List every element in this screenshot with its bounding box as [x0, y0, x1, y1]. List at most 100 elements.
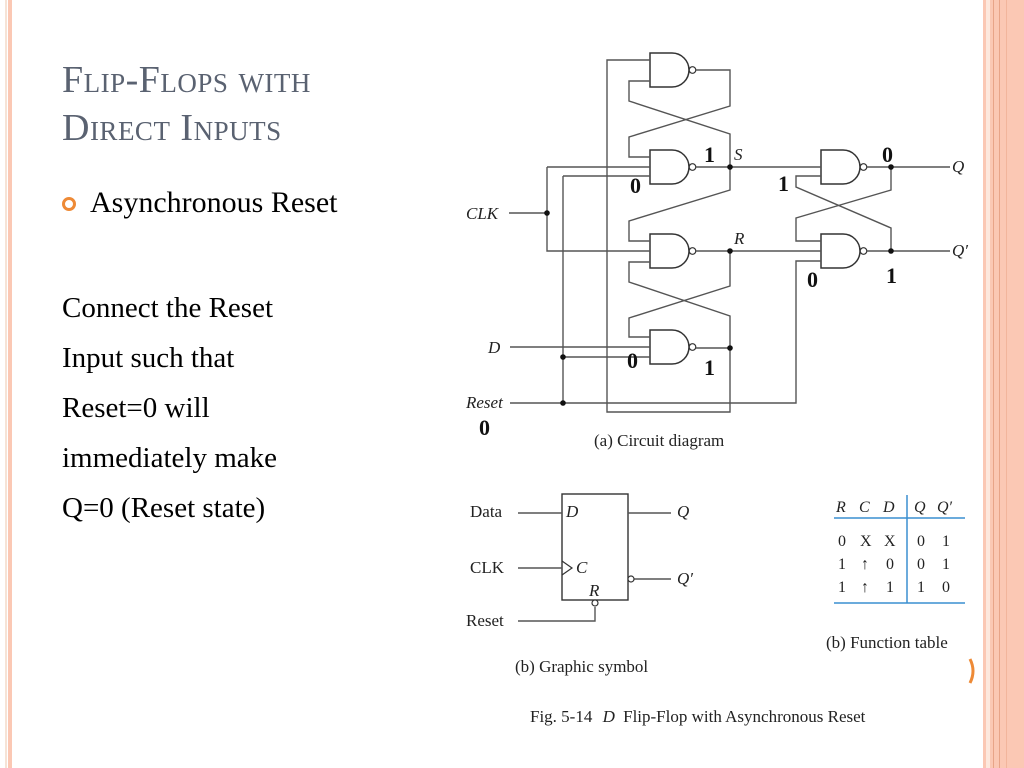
r-label: R [733, 229, 745, 248]
table-header: Q [914, 499, 926, 516]
function-table: R C D Q Q′ 0 X X 0 1 1 ↑ 0 0 1 1 ↑ 1 1 0… [826, 495, 965, 652]
wire [628, 261, 731, 349]
table-header: R [835, 499, 846, 516]
value-annotation: 0 [630, 173, 641, 198]
table-cell: 0 [942, 579, 950, 596]
value-annotation: 0 [882, 142, 893, 167]
symbol-caption: (b) Graphic symbol [515, 657, 648, 676]
value-annotation: 1 [704, 355, 715, 380]
slide-title-line: Direct Inputs [62, 107, 282, 149]
value-annotation: 0 [479, 415, 490, 440]
value-annotation: 0 [627, 348, 638, 373]
reset-label: Reset [466, 611, 504, 630]
table-cell: X [860, 533, 872, 550]
table-header-row: R C D Q Q′ [835, 499, 953, 516]
table-cell: 1 [917, 579, 925, 596]
wire [606, 59, 731, 413]
table-row: 1 ↑ 0 0 1 [838, 556, 950, 573]
wire [795, 167, 892, 242]
nand-gate-1 [649, 52, 697, 88]
clock-triangle-icon [561, 560, 574, 576]
value-annotation: 0 [807, 267, 818, 292]
inversion-bubble [591, 599, 599, 607]
body-paragraph: Connect the Reset Input such that Reset=… [62, 283, 277, 533]
nand-gate-2 [649, 149, 697, 185]
circuit-caption: (a) Circuit diagram [594, 431, 724, 450]
right-decor-line [993, 0, 994, 768]
data-label: Data [470, 502, 503, 521]
clk-label: CLK [470, 558, 505, 577]
table-cell: 1 [838, 556, 846, 573]
circle-bullet-icon [62, 197, 76, 211]
figure-caption: Fig. 5-14 D Flip-Flop with Asynchronous … [530, 707, 866, 726]
wire-reset [510, 260, 821, 404]
table-cell: 0 [917, 533, 925, 550]
body-line: Input such that [62, 342, 235, 374]
table-header: D [882, 499, 895, 516]
table-cell: 1 [942, 556, 950, 573]
graphic-symbol: Data CLK Reset D C R Q Q′ (b) Graphic sy… [466, 493, 693, 676]
figure-caption-rest: Flip-Flop with Asynchronous Reset [623, 707, 866, 726]
junction-dot [560, 400, 566, 406]
slide-title-line: Flip-Flops with [62, 59, 311, 101]
body-line: Reset=0 will [62, 392, 210, 424]
wire-reset [518, 607, 596, 622]
wire [628, 69, 731, 158]
table-cell: ↑ [861, 556, 869, 573]
table-header: C [859, 499, 870, 516]
table-row: 0 X X 0 1 [838, 533, 950, 550]
nand-gate-3 [649, 233, 697, 269]
table-cell: 1 [886, 579, 894, 596]
table-cell: 0 [886, 556, 894, 573]
inversion-bubble [627, 575, 635, 583]
right-decor-stripe [986, 0, 990, 768]
value-annotation: 1 [778, 171, 789, 196]
left-decor-stripe [5, 0, 7, 768]
table-header: Q′ [937, 499, 953, 516]
pin-q-label: Q [677, 502, 689, 521]
pin-d-label: D [565, 502, 579, 521]
junction-dot [888, 164, 894, 170]
pin-r-label: R [588, 581, 600, 600]
nand-gate-qprime [820, 233, 868, 269]
junction-dot [727, 248, 733, 254]
table-caption: (b) Function table [826, 633, 948, 652]
circuit-diagram: CLK D Reset S R Q Q′ 1 0 0 1 0 1 0 1 0 (… [465, 52, 968, 450]
bullet-item: Asynchronous Reset [62, 186, 337, 220]
q-label: Q [952, 157, 964, 176]
nand-gate-q [820, 149, 868, 185]
table-cell: 0 [838, 533, 846, 550]
pin-qprime-label: Q′ [677, 569, 693, 588]
table-cell: 1 [838, 579, 846, 596]
junction-dot [888, 248, 894, 254]
body-line: Q=0 (Reset state) [62, 492, 266, 524]
wire [628, 167, 731, 242]
body-line: Connect the Reset [62, 292, 274, 324]
junction-dot [727, 164, 733, 170]
left-decor-stripe [8, 0, 12, 768]
wire [628, 80, 731, 167]
qprime-label: Q′ [952, 241, 968, 260]
clk-label: CLK [466, 204, 500, 223]
slide-title: Flip-Flops with Direct Inputs [62, 56, 452, 152]
junction-dot [727, 345, 733, 351]
table-cell: ↑ [861, 579, 869, 596]
wire [628, 251, 731, 338]
bullet-text: Asynchronous Reset [90, 186, 338, 219]
figure-caption-prefix: Fig. 5-14 [530, 707, 593, 726]
d-label: D [487, 338, 501, 357]
junction-dot [544, 210, 550, 216]
figure-caption-italic: D [602, 707, 616, 726]
nand-gate-4 [649, 329, 697, 365]
table-cell: X [884, 533, 896, 550]
reset-label: Reset [465, 393, 504, 412]
decor-arc [968, 658, 975, 684]
value-annotation: 1 [886, 263, 897, 288]
table-cell: 1 [942, 533, 950, 550]
right-decor-line [999, 0, 1000, 768]
s-label: S [734, 145, 743, 164]
table-cell: 0 [917, 556, 925, 573]
body-line: immediately make [62, 442, 278, 474]
wire [546, 167, 650, 252]
